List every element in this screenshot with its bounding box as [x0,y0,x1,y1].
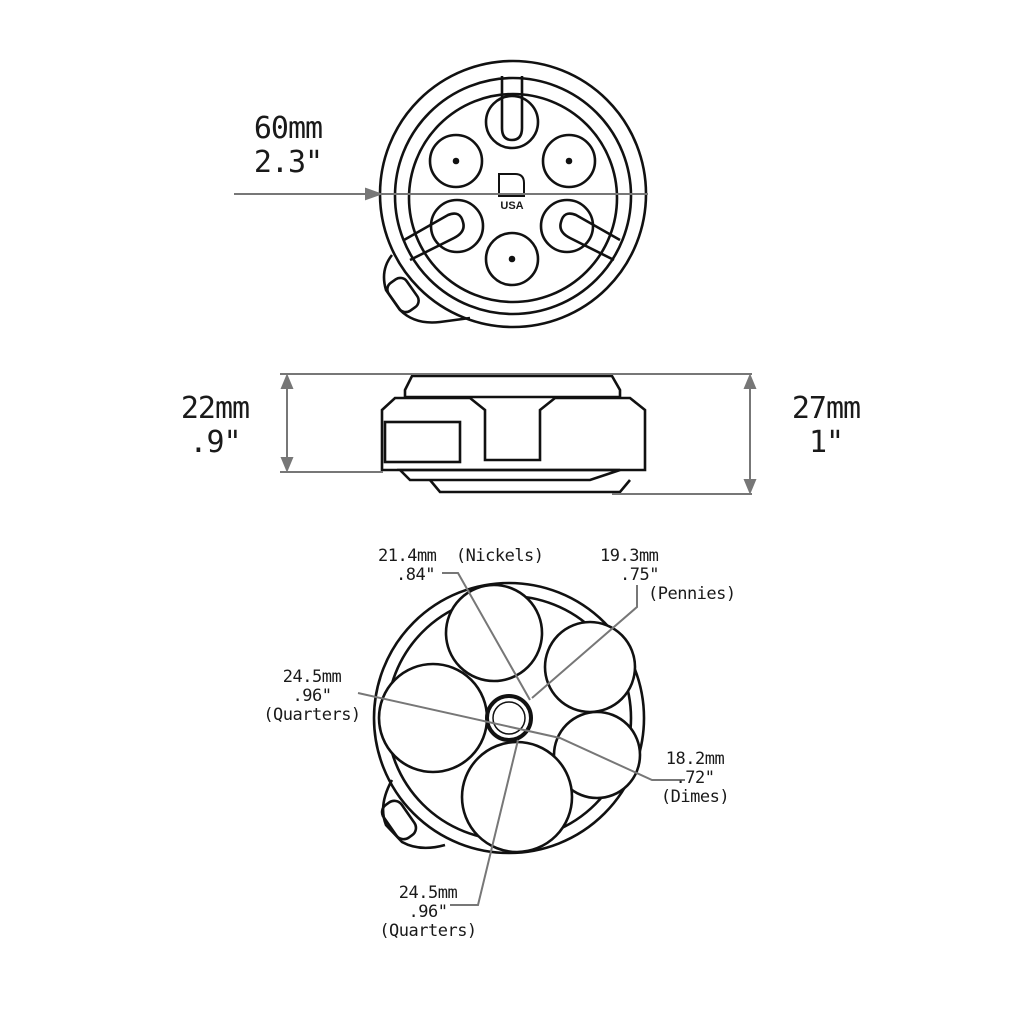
bottom-view [372,581,646,855]
quarters-bottom-label: 24.5mm .96" (Quarters) [378,883,478,942]
nickels-imperial: .84" [396,565,435,586]
body-height-metric: 22mm [180,391,250,426]
side-view [380,374,647,494]
width-metric: 60mm [253,111,323,146]
pennies-imperial: .75" [620,565,659,586]
pennies-metric: 19.3mm [600,546,659,566]
height-dimension-lines [280,373,757,495]
quarters-left-label: 24.5mm .96" (Quarters) [262,667,362,726]
dimes-label: 18.2mm .72" (Dimes) [655,749,735,808]
width-dimension-label: 60mm 2.3" [238,112,338,179]
quarters-left-metric: 24.5mm [282,667,342,687]
quarters-bottom-imperial: .96" [408,902,448,923]
dimes-imperial: .72" [675,768,715,789]
nickels-metric: 21.4mm [378,546,437,566]
pennies-coin: (Pennies) [648,584,736,605]
body-height-imperial: .9" [189,424,241,460]
pennies-label: 19.3mm .75" (Pennies) [600,546,736,605]
dimes-metric: 18.2mm [665,749,725,769]
total-height-metric: 27mm [791,391,861,426]
coin-dimension-leaders [357,572,685,906]
quarters-bottom-coin: (Quarters) [379,921,477,942]
top-view [378,59,648,329]
nickels-label: 21.4mm (Nickels) .84" [378,546,544,586]
nickels-coin: (Nickels) [455,546,544,566]
total-height-imperial: 1" [808,424,844,460]
dimes-coin: (Dimes) [660,787,730,808]
total-height-label: 27mm 1" [776,392,876,459]
width-dimension-line [234,187,648,201]
body-height-label: 22mm .9" [165,392,265,459]
quarters-left-imperial: .96" [292,686,332,707]
brand-text: USA [500,200,524,212]
quarters-bottom-metric: 24.5mm [398,883,458,903]
width-imperial: 2.3" [253,144,323,180]
quarters-left-coin: (Quarters) [263,705,361,726]
